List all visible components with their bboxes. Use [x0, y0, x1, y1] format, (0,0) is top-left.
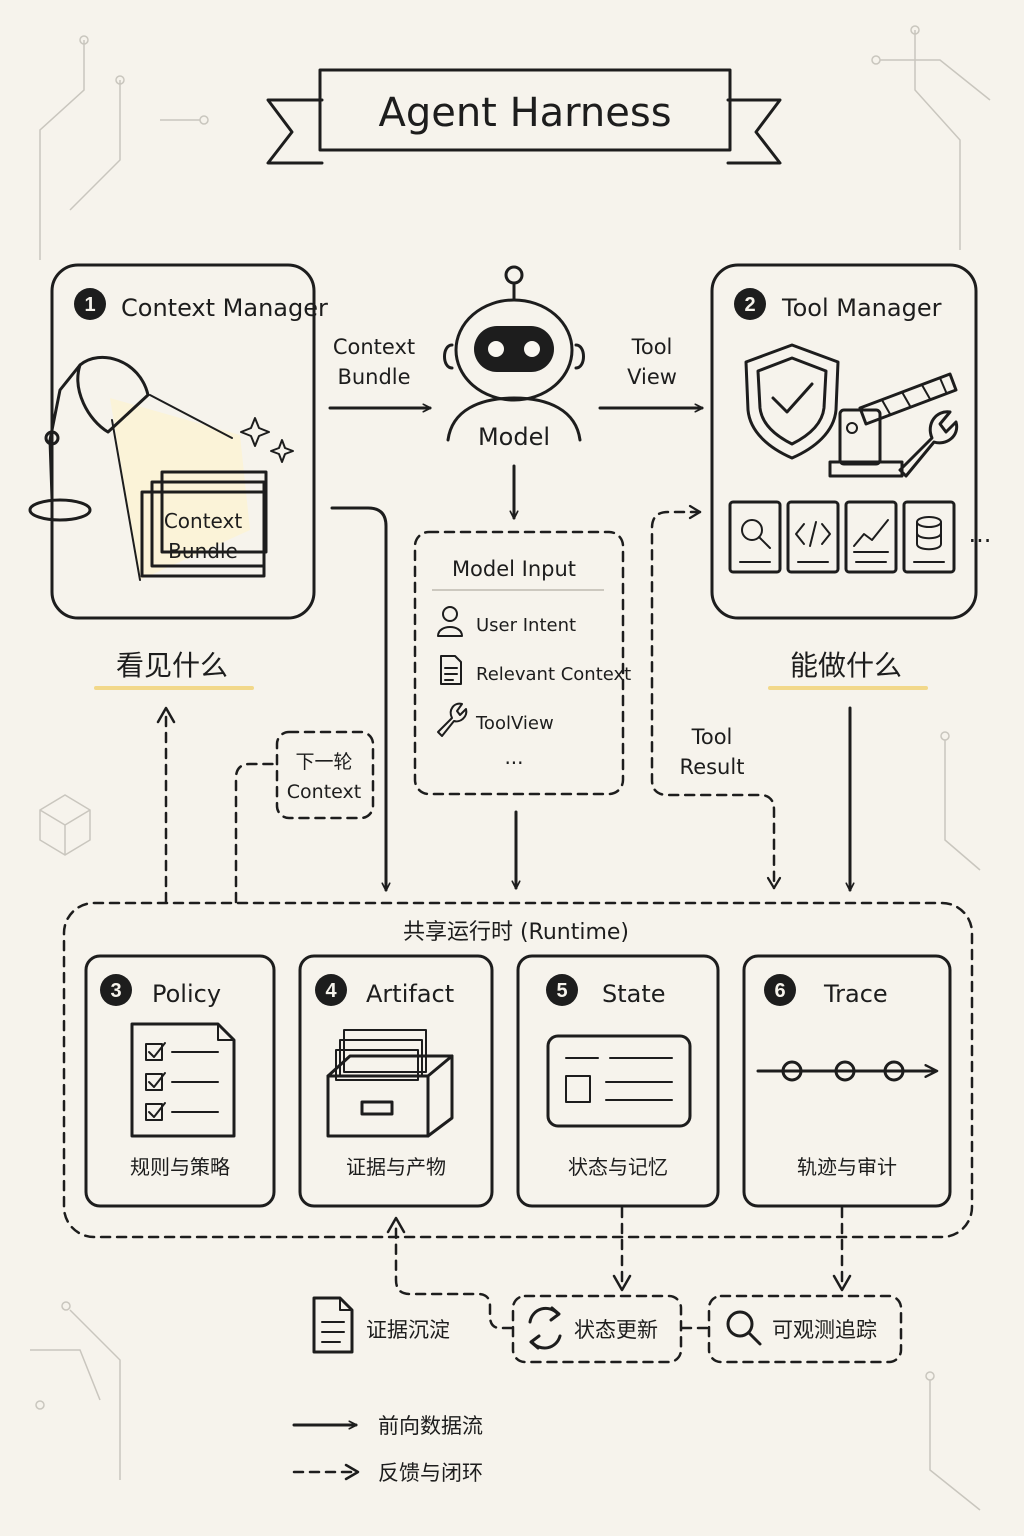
- search-icon: [726, 1310, 762, 1346]
- model-input-item-0: User Intent: [476, 615, 576, 636]
- user-icon: [437, 606, 463, 637]
- search-doc-icon: [728, 500, 782, 574]
- tool-doc-row: ...: [728, 500, 992, 574]
- shield-check-icon: [744, 343, 840, 460]
- context-bundle-stack: Context Bundle: [140, 470, 268, 578]
- legend-forward-label: 前向数据流: [378, 1414, 483, 1438]
- legend: 前向数据流 反馈与闭环: [292, 1414, 483, 1485]
- desk-lamp-icon: [28, 355, 294, 581]
- model-input-box: Model Input User Intent Relevant Context…: [413, 530, 631, 796]
- code-doc-icon: [786, 500, 840, 574]
- tool-view-arrow-label-line1: Tool: [631, 335, 673, 359]
- artifact-number: 4: [325, 980, 337, 1002]
- next-context-label-line2: Context: [287, 781, 361, 803]
- tool-manager-panel: 2 Tool Manager: [710, 263, 992, 620]
- state-module: 5 State 状态与记忆: [516, 954, 720, 1208]
- next-context-path: [234, 762, 278, 904]
- tool-manager-title: Tool Manager: [781, 294, 942, 322]
- tool-result-label-line2: Result: [680, 755, 745, 779]
- checklist-icon: [130, 1022, 236, 1138]
- next-context-box: 下一轮 Context: [275, 730, 375, 820]
- model-label: Model: [478, 423, 550, 451]
- tool-manager-more: ...: [969, 520, 992, 548]
- state-update-label: 状态更新: [574, 1318, 658, 1342]
- evidence-label: 证据沉淀: [366, 1318, 450, 1342]
- database-doc-icon: [902, 500, 956, 574]
- state-caption: 状态与记忆: [568, 1155, 668, 1179]
- runtime-title: 共享运行时 (Runtime): [403, 920, 629, 945]
- policy-module: 3 Policy 规则与策略: [84, 954, 276, 1208]
- barrier-gate-icon: [828, 372, 958, 478]
- observability-label: 可观测追踪: [772, 1318, 877, 1342]
- state-number: 5: [556, 980, 567, 1002]
- title-banner: Agent Harness: [266, 68, 782, 165]
- file-drawer-icon: [326, 1029, 454, 1138]
- context-bundle-arrow-label-line2: Bundle: [337, 365, 410, 389]
- runtime-container: 共享运行时 (Runtime): [62, 901, 974, 1239]
- document-outline-icon: [312, 1296, 354, 1354]
- refresh-icon: [528, 1306, 562, 1350]
- artifact-title: Artifact: [366, 980, 454, 1008]
- artifact-module: 4 Artifact 证据与产物: [298, 954, 494, 1208]
- model-input-more: ...: [504, 745, 523, 769]
- state-card-icon: [546, 1034, 692, 1128]
- background-circuit-decoration: [30, 25, 991, 1511]
- state-update-output: 状态更新: [511, 1294, 683, 1364]
- tool-result-label-line1: Tool: [691, 725, 733, 749]
- arrow-context-to-runtime: [330, 506, 386, 892]
- evidence-feedback-path: [394, 1226, 514, 1330]
- trace-number: 6: [774, 980, 785, 1002]
- model-input-title: Model Input: [452, 557, 576, 581]
- page-title: Agent Harness: [378, 90, 671, 136]
- policy-number: 3: [110, 980, 121, 1002]
- chart-doc-icon: [844, 500, 898, 574]
- trace-module: 6 Trace 轨迹与审计: [742, 954, 952, 1208]
- context-manager-title: Context Manager: [121, 294, 328, 322]
- context-bundle-label-line2: Bundle: [168, 539, 238, 563]
- context-bundle-label-line1: Context: [164, 509, 243, 533]
- tool-result-feedback-path: [650, 510, 776, 890]
- next-context-label-line1: 下一轮: [295, 751, 352, 773]
- observability-output: 可观测追踪: [707, 1294, 903, 1364]
- legend-feedback-label: 反馈与闭环: [378, 1461, 483, 1485]
- policy-title: Policy: [152, 980, 221, 1008]
- tool-view-arrow-label-line2: View: [627, 365, 677, 389]
- context-manager-number: 1: [84, 294, 95, 316]
- tool-manager-caption: 能做什么: [790, 649, 902, 682]
- artifact-caption: 证据与产物: [346, 1155, 446, 1179]
- document-icon: [440, 655, 462, 685]
- policy-caption: 规则与策略: [130, 1155, 230, 1179]
- wrench-icon: [898, 410, 959, 478]
- tool-manager-number: 2: [744, 294, 755, 316]
- context-manager-caption: 看见什么: [116, 649, 228, 682]
- context-bundle-arrow-label-line1: Context: [333, 335, 415, 359]
- trace-caption: 轨迹与审计: [797, 1155, 897, 1179]
- evidence-output: 证据沉淀: [312, 1296, 450, 1354]
- wrench-small-icon: [437, 702, 468, 737]
- timeline-icon: [756, 1060, 939, 1082]
- context-manager-panel: 1 Context Manager Context Bundle: [28, 263, 328, 620]
- model-input-item-1: Relevant Context: [476, 664, 631, 685]
- model-input-item-2: ToolView: [475, 713, 554, 734]
- state-title: State: [602, 980, 666, 1008]
- robot-icon: [443, 265, 585, 442]
- trace-title: Trace: [823, 980, 888, 1008]
